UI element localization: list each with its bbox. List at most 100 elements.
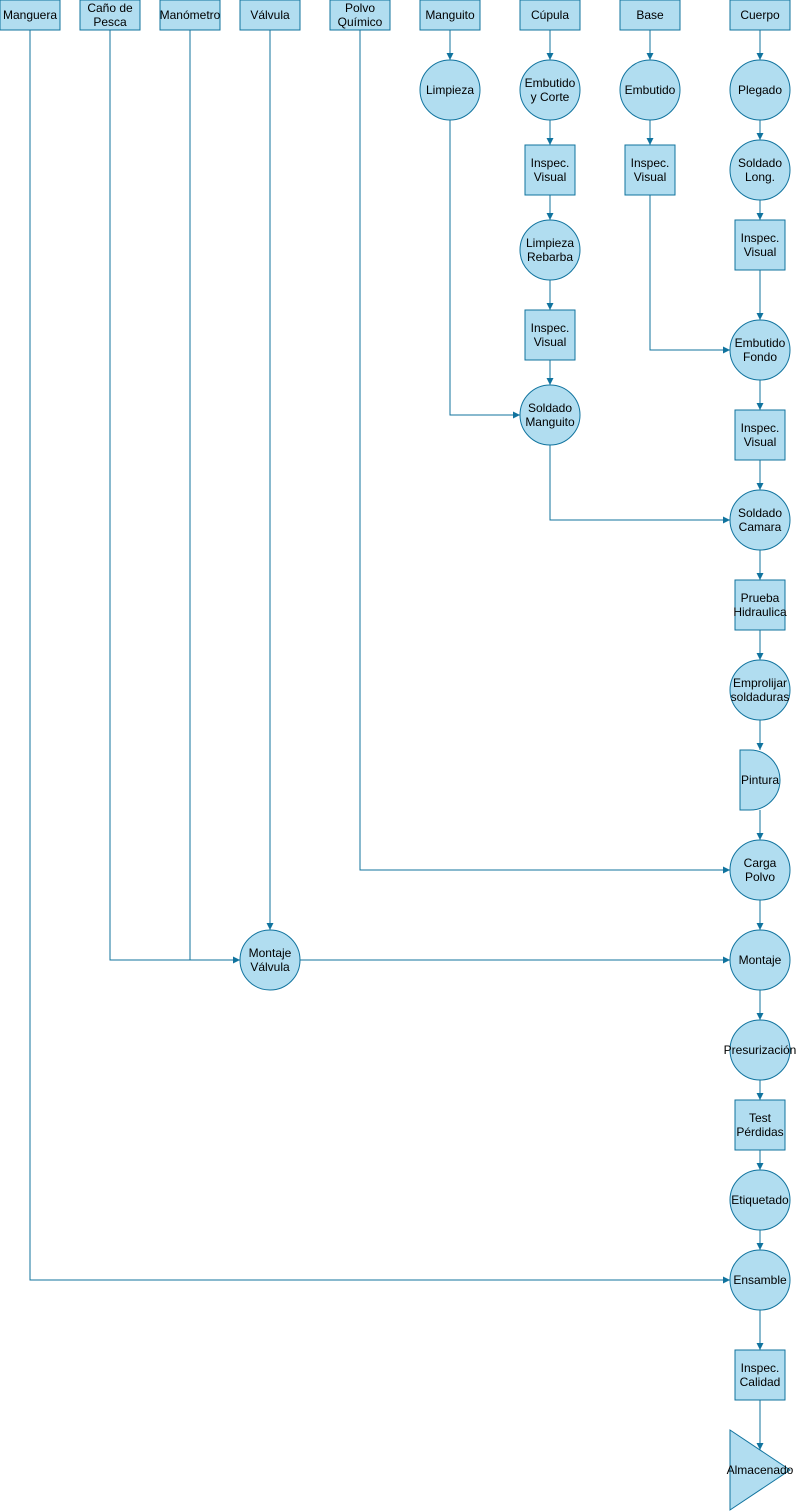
step-label: Inspec.: [631, 156, 670, 170]
step-label: Hidraulica: [733, 605, 787, 619]
step-label: Almacenado: [727, 1463, 794, 1477]
step-shape: [729, 319, 791, 381]
step-label: Inspec.: [741, 1361, 780, 1375]
input-box-label: Cuerpo: [740, 8, 780, 22]
step-shape: [729, 139, 791, 201]
step-label: Pintura: [741, 773, 779, 787]
step-shape: [624, 144, 676, 196]
input-box-label: Polvo: [345, 1, 375, 15]
step-label: Ensamble: [733, 1273, 787, 1287]
step-label: Polvo: [745, 870, 775, 884]
step-inspec-visual-cuerpo-1: Inspec.Visual: [734, 219, 786, 271]
step-label: Visual: [744, 245, 776, 259]
input-box-label: Manómetro: [160, 8, 221, 22]
step-shape: [524, 309, 576, 361]
step-shape: [729, 659, 791, 721]
step-shape: [524, 144, 576, 196]
input-box-label: Cúpula: [531, 8, 569, 22]
connector-manguera-to-ensamble: [29, 30, 730, 1284]
input-box-shape: [619, 0, 681, 31]
step-shape: [239, 929, 301, 991]
step-label: Visual: [634, 170, 666, 184]
step-label: Presurización: [724, 1043, 797, 1057]
step-shape: [734, 219, 786, 271]
step-inspec-visual-cupula-1: Inspec.Visual: [524, 144, 576, 196]
input-box-label: Manguera: [3, 8, 57, 22]
input-box-shape: [519, 0, 581, 31]
step-pintura: Pintura: [739, 749, 781, 811]
step-label: Fondo: [743, 350, 777, 364]
step-shape: [519, 219, 581, 281]
step-label: Soldado: [738, 506, 782, 520]
input-box-label: Manguito: [425, 8, 475, 22]
step-label: Manguito: [525, 415, 575, 429]
input-box-manguito: Manguito: [419, 0, 481, 31]
input-box-manguera: Manguera: [0, 0, 61, 31]
step-plegado: Plegado: [729, 59, 791, 121]
step-shape: [729, 1249, 791, 1311]
step-label: y Corte: [531, 90, 570, 104]
step-label: Calidad: [740, 1375, 781, 1389]
step-inspec-visual-cuerpo-2: Inspec.Visual: [734, 409, 786, 461]
input-box-base: Base: [619, 0, 681, 31]
connector-layer: [29, 30, 764, 1450]
step-label: Inspec.: [741, 421, 780, 435]
step-inspec-visual-base: Inspec.Visual: [624, 144, 676, 196]
step-label: Montaje: [249, 946, 292, 960]
input-box-label: Base: [636, 8, 664, 22]
input-box-shape: [729, 0, 791, 31]
step-inspec-visual-cupula-2: Inspec.Visual: [524, 309, 576, 361]
step-shape: [729, 1169, 791, 1231]
step-label: Visual: [534, 335, 566, 349]
step-etiquetado: Etiquetado: [729, 1169, 791, 1231]
input-box-valvula: Válvula: [239, 0, 301, 31]
input-box-cupula: Cúpula: [519, 0, 581, 31]
step-label: Inspec.: [741, 231, 780, 245]
input-box-shape: [419, 0, 481, 31]
step-label: Inspec.: [531, 156, 570, 170]
step-label: Pérdidas: [736, 1125, 783, 1139]
step-label: soldaduras: [731, 690, 790, 704]
input-box-shape: [159, 0, 221, 31]
connector-limpieza-to-soldado-manguito: [449, 120, 520, 419]
step-shape: [734, 1099, 786, 1151]
step-shape: [519, 59, 581, 121]
step-label: Long.: [745, 170, 775, 184]
step-label: Limpieza: [526, 236, 574, 250]
step-shape: [729, 59, 791, 121]
step-label: Válvula: [250, 960, 290, 974]
input-box-label: Químico: [338, 15, 383, 29]
connector-inspec-visual-base-to-embutido-fondo: [649, 195, 730, 354]
step-shape: [519, 384, 581, 446]
input-box-shape: [79, 0, 141, 31]
step-shape: [734, 579, 786, 631]
step-label: Carga: [744, 856, 777, 870]
input-box-cuerpo: Cuerpo: [729, 0, 791, 31]
step-label: Soldado: [738, 156, 782, 170]
step-label: Inspec.: [531, 321, 570, 335]
connector-cano-de-pesca-to-montaje-valvula: [109, 30, 240, 964]
step-montaje: Montaje: [729, 929, 791, 991]
step-limpieza: Limpieza: [419, 59, 481, 121]
input-box-manometro: Manómetro: [159, 0, 221, 31]
step-label: Prueba: [741, 591, 780, 605]
step-shape: [729, 929, 791, 991]
step-ensamble: Ensamble: [729, 1249, 791, 1311]
input-box-shape: [329, 0, 391, 31]
connector-soldado-manguito-to-soldado-camara: [549, 445, 730, 524]
step-embutido: Embutido: [619, 59, 681, 121]
step-shape: [734, 1349, 786, 1401]
step-label: Rebarba: [527, 250, 573, 264]
step-shape: [739, 749, 781, 811]
